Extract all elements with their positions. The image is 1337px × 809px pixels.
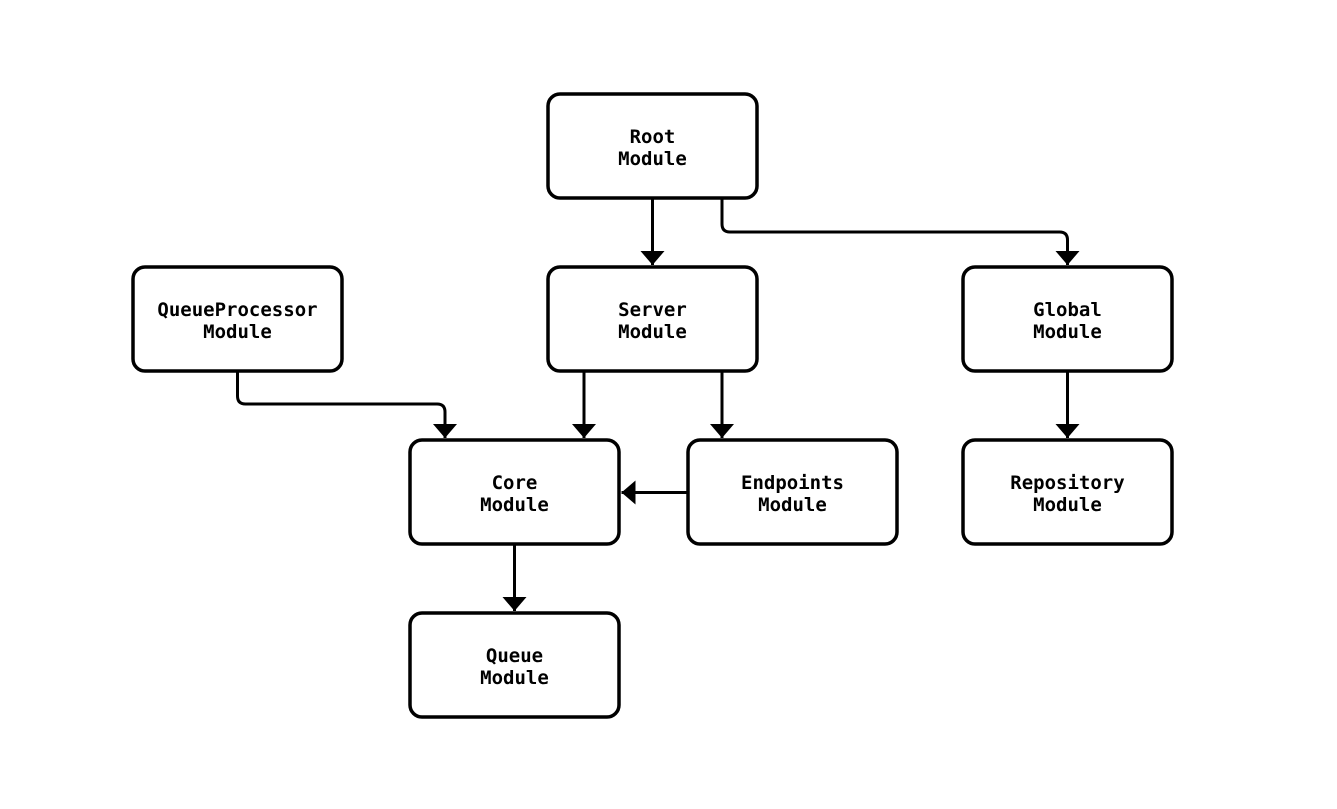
node-box <box>546 92 759 200</box>
node-box <box>961 265 1174 373</box>
node-box <box>408 611 621 719</box>
node-repository-module: Repository Module <box>961 438 1174 546</box>
node-core-module: Core Module <box>408 438 621 546</box>
node-endpoints-module: Endpoints Module <box>686 438 899 546</box>
node-label-line1: Root <box>630 126 676 148</box>
edge-queueprocessor-to-core <box>236 371 457 438</box>
node-label-line2: Module <box>618 321 687 343</box>
node-box <box>686 438 899 546</box>
node-label-line2: Module <box>1033 494 1102 516</box>
node-box <box>408 438 621 546</box>
node-label-line1: Core <box>492 472 538 494</box>
node-label-line1: Global <box>1033 299 1102 321</box>
node-label-line1: Endpoints <box>741 472 844 494</box>
node-box <box>131 265 344 373</box>
node-label-line1: Repository <box>1010 472 1124 494</box>
node-label-line1: QueueProcessor <box>157 299 317 321</box>
node-root-module: Root Module <box>546 92 759 200</box>
node-box <box>546 265 759 373</box>
node-label-line1: Queue <box>486 645 543 667</box>
node-label-line2: Module <box>1033 321 1102 343</box>
node-label-line1: Server <box>618 299 687 321</box>
node-label-line2: Module <box>480 494 549 516</box>
node-server-module: Server Module <box>546 265 759 373</box>
node-label-line2: Module <box>618 148 687 170</box>
node-label-line2: Module <box>758 494 827 516</box>
node-queueprocessor-module: QueueProcessor Module <box>131 265 344 373</box>
node-global-module: Global Module <box>961 265 1174 373</box>
edge-root-to-global <box>720 198 1080 265</box>
node-label-line2: Module <box>480 667 549 689</box>
node-queue-module: Queue Module <box>408 611 621 719</box>
node-label-line2: Module <box>203 321 272 343</box>
node-box <box>961 438 1174 546</box>
